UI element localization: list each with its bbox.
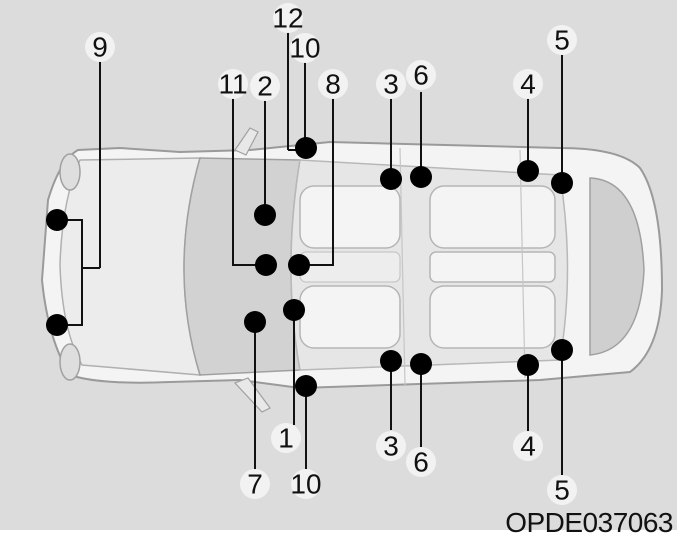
- svg-text:9: 9: [92, 32, 108, 63]
- label-9: 9: [85, 32, 115, 63]
- svg-text:3: 3: [383, 431, 399, 462]
- marker-10-bottom: [295, 375, 317, 397]
- svg-text:2: 2: [257, 71, 273, 102]
- marker-8: [288, 254, 310, 276]
- location-markers: [46, 137, 573, 397]
- marker-9-lower: [46, 314, 68, 336]
- svg-text:8: 8: [325, 69, 341, 100]
- svg-text:10: 10: [289, 33, 320, 64]
- label-3-bottom: 3: [376, 431, 406, 462]
- marker-6-top: [410, 166, 432, 188]
- label-3-top: 3: [376, 69, 406, 100]
- svg-text:5: 5: [554, 25, 570, 56]
- label-10-top: 10: [289, 33, 320, 64]
- svg-text:6: 6: [413, 447, 429, 478]
- svg-text:3: 3: [383, 69, 399, 100]
- marker-4-top: [517, 160, 539, 182]
- label-1: 1: [271, 423, 301, 454]
- leader-lines: [60, 25, 563, 475]
- label-5-bottom: 5: [547, 475, 577, 506]
- label-11: 11: [218, 69, 248, 100]
- marker-3-bottom: [380, 350, 402, 372]
- svg-text:6: 6: [413, 60, 429, 91]
- svg-text:5: 5: [554, 475, 570, 506]
- marker-1: [283, 299, 305, 321]
- svg-text:4: 4: [520, 431, 536, 462]
- label-12: 12: [272, 3, 303, 34]
- number-labels: 12 10 9 11 2 8 3 6 4 5 1 7 10 3 6 4 5: [85, 3, 577, 506]
- label-2: 2: [250, 71, 280, 102]
- svg-text:1: 1: [278, 423, 294, 454]
- marker-5-bottom: [551, 339, 573, 361]
- car-body: [40, 127, 664, 413]
- svg-text:10: 10: [290, 469, 321, 500]
- label-4-bottom: 4: [513, 431, 543, 462]
- svg-text:12: 12: [272, 3, 303, 34]
- marker-7: [244, 311, 266, 333]
- label-10-bottom: 10: [290, 469, 321, 500]
- label-6-top: 6: [406, 60, 436, 91]
- label-5-top: 5: [547, 25, 577, 56]
- label-4-top: 4: [513, 69, 543, 100]
- marker-5-top: [551, 172, 573, 194]
- marker-10-top: [295, 137, 317, 159]
- marker-9-upper: [46, 209, 68, 231]
- svg-text:4: 4: [520, 69, 536, 100]
- marker-6-bottom: [410, 353, 432, 375]
- label-8: 8: [318, 69, 348, 100]
- marker-4-bottom: [517, 354, 539, 376]
- marker-3-top: [380, 168, 402, 190]
- marker-11: [255, 254, 277, 276]
- figure-code: OPDE037063: [505, 507, 673, 538]
- svg-text:7: 7: [247, 469, 263, 500]
- marker-2: [254, 204, 276, 226]
- label-6-bottom: 6: [406, 447, 436, 478]
- svg-text:11: 11: [218, 69, 247, 100]
- label-7: 7: [240, 469, 270, 500]
